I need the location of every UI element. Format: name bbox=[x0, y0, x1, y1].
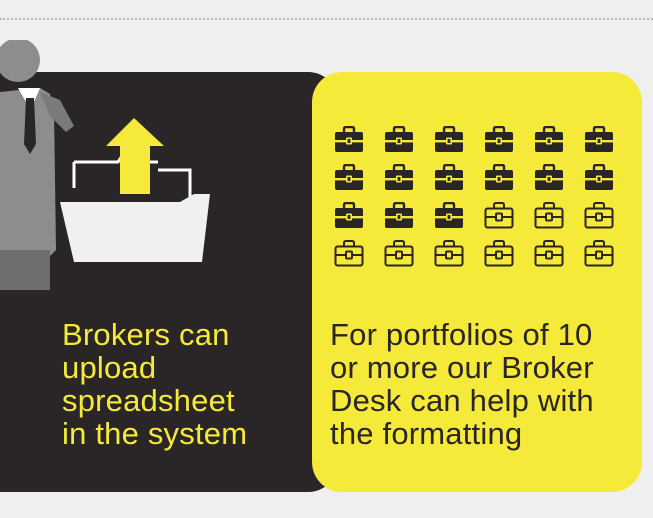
left-panel bbox=[0, 72, 338, 492]
briefcase-filled-icon bbox=[335, 126, 363, 152]
briefcase-outline-icon bbox=[584, 240, 614, 267]
right-panel-text: For portfolios of 10 or more our Broker … bbox=[330, 317, 594, 451]
briefcase-outline-icon bbox=[384, 240, 414, 267]
briefcase-filled-icon bbox=[435, 126, 463, 152]
briefcase-outline-icon bbox=[484, 202, 514, 229]
briefcase-filled-icon bbox=[385, 164, 413, 190]
upload-folder-icon bbox=[60, 118, 210, 262]
briefcase-filled-icon bbox=[485, 126, 513, 152]
briefcase-outline-icon bbox=[484, 240, 514, 267]
briefcase-filled-icon bbox=[535, 126, 563, 152]
businessman-icon bbox=[0, 40, 74, 290]
briefcase-filled-icon bbox=[335, 202, 363, 228]
briefcase-filled-icon bbox=[585, 126, 613, 152]
dotted-divider bbox=[0, 18, 653, 20]
briefcase-filled-icon bbox=[385, 126, 413, 152]
briefcase-filled-icon bbox=[435, 202, 463, 228]
briefcase-filled-icon bbox=[435, 164, 463, 190]
briefcase-outline-icon bbox=[534, 240, 564, 267]
briefcase-filled-icon bbox=[585, 164, 613, 190]
briefcase-outline-icon bbox=[584, 202, 614, 229]
briefcase-filled-icon bbox=[485, 164, 513, 190]
briefcase-outline-icon bbox=[434, 240, 464, 267]
briefcase-filled-icon bbox=[535, 164, 563, 190]
briefcase-outline-icon bbox=[334, 240, 364, 267]
briefcase-outline-icon bbox=[534, 202, 564, 229]
briefcase-filled-icon bbox=[385, 202, 413, 228]
briefcase-filled-icon bbox=[335, 164, 363, 190]
left-panel-text: Brokers can upload spreadsheet in the sy… bbox=[62, 317, 248, 451]
briefcase-grid bbox=[334, 126, 614, 267]
